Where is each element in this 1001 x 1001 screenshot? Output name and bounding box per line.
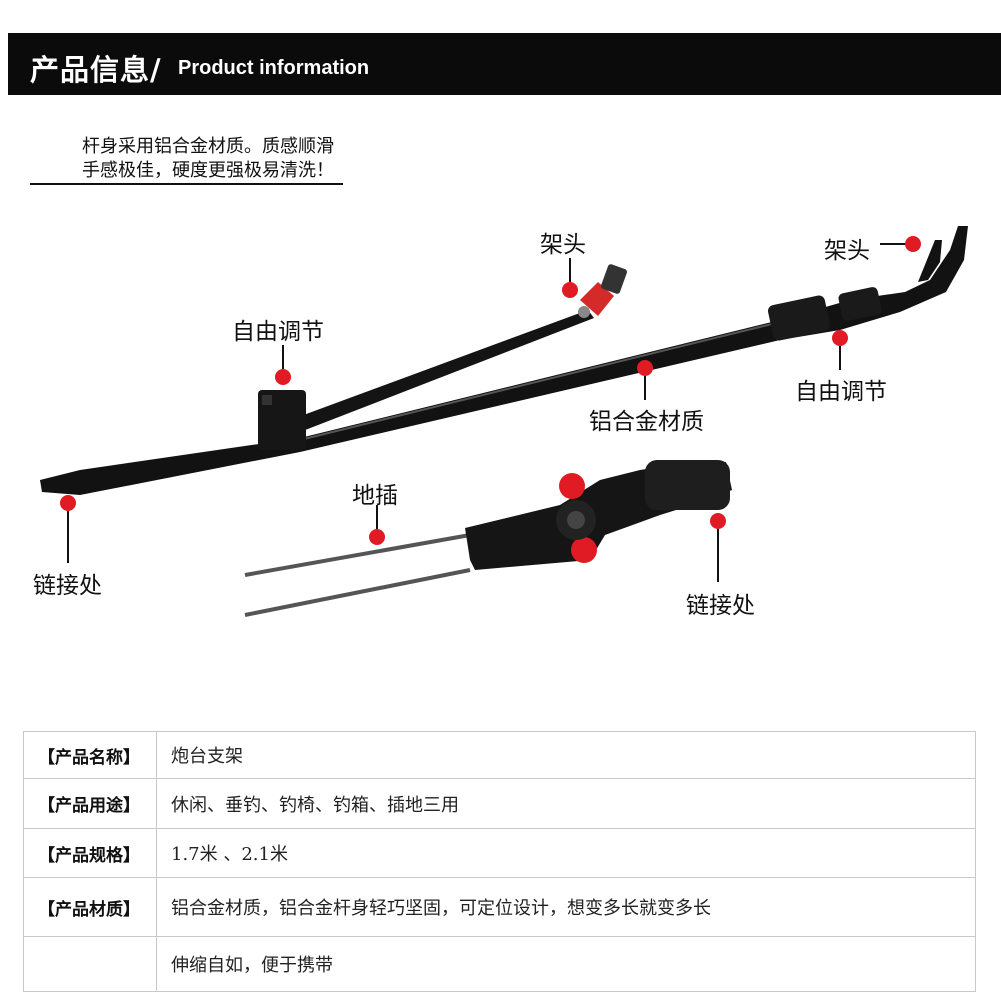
description-line-2: 手感极佳，硬度更强极易清洗！ <box>82 160 334 181</box>
spec-value: 伸缩自如，便于携带 <box>156 936 976 992</box>
section-title-en: Product information <box>178 57 370 79</box>
callout-frame-head-left: 架头 <box>540 232 586 258</box>
spec-key: 【产品规格】 <box>23 828 157 878</box>
callout-joint-right: 链接处 <box>686 593 755 619</box>
spec-value: 1.7米 、2.1米 <box>156 828 976 878</box>
product-illustration: 架头 架头 自由调节 自由调节 铝合金材质 地插 链接处 链接处 <box>0 195 1001 715</box>
spec-value: 铝合金材质，铝合金杆身轻巧坚固，可定位设计，想变多长就变多长 <box>156 877 976 937</box>
product-spec-table: 【产品名称】 炮台支架 【产品用途】 休闲、垂钓、钓椅、钓箱、插地三用 【产品规… <box>23 731 976 992</box>
callout-adjust-left: 自由调节 <box>232 319 324 345</box>
callout-frame-head-right: 架头 <box>824 238 870 264</box>
material-description: 杆身采用铝合金材质。质感顺滑 手感极佳，硬度更强极易清洗！ <box>58 135 358 183</box>
description-line-1: 杆身采用铝合金材质。质感顺滑 <box>82 136 334 157</box>
callout-joint-left: 链接处 <box>33 573 102 599</box>
spec-key: 【产品材质】 <box>23 877 157 937</box>
callout-ground-stake: 地插 <box>352 483 398 509</box>
spec-row: 伸缩自如，便于携带 <box>23 936 976 992</box>
spec-value: 休闲、垂钓、钓椅、钓箱、插地三用 <box>156 778 976 829</box>
spec-row: 【产品规格】 1.7米 、2.1米 <box>23 828 976 878</box>
spec-key <box>23 936 157 992</box>
section-title-cn: 产品信息/ <box>30 53 162 87</box>
spec-key: 【产品名称】 <box>23 731 157 779</box>
spec-row: 【产品用途】 休闲、垂钓、钓椅、钓箱、插地三用 <box>23 778 976 829</box>
spec-row: 【产品材质】 铝合金材质，铝合金杆身轻巧坚固，可定位设计，想变多长就变多长 <box>23 877 976 937</box>
description-underline <box>30 183 343 185</box>
spec-key: 【产品用途】 <box>23 778 157 829</box>
spec-row: 【产品名称】 炮台支架 <box>23 731 976 779</box>
callout-adjust-right: 自由调节 <box>795 379 887 405</box>
rod-holder-drawing <box>40 226 968 617</box>
spec-value: 炮台支架 <box>156 731 976 779</box>
section-header: 产品信息/ Product information <box>8 33 1001 95</box>
callout-material: 铝合金材质 <box>589 409 704 435</box>
